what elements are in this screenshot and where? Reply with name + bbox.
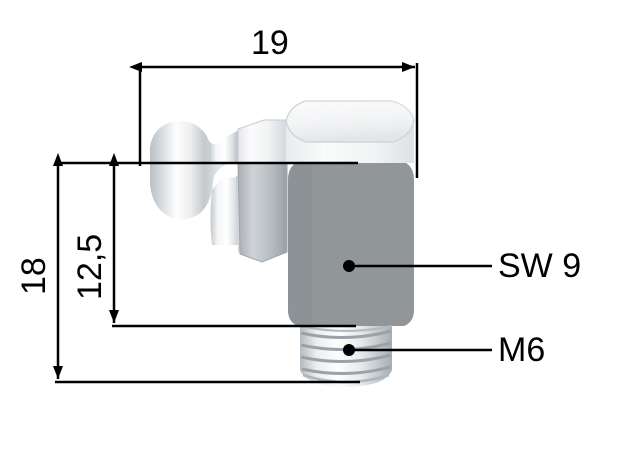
ball-head-lower [150,163,238,220]
body-top-highlight [305,100,415,121]
part-geometry [150,100,415,387]
thread-ridge [301,365,391,375]
threaded-stud [299,325,393,387]
horizontal-arm-upper [150,121,240,163]
dimension-label-partial-height: 12,5 [71,233,109,300]
hex-body-shade-left [288,163,312,326]
neck-upper [209,130,240,163]
neck-lower [210,177,243,245]
dimension-label-total-height: 18 [15,257,53,295]
thread-ridge [300,329,392,339]
leader-dot-wrench-size [343,260,355,272]
body-top-face [285,100,415,143]
leader-lines [343,260,492,356]
callout-label-wrench-size: SW 9 [498,247,582,285]
dimension-lines [53,62,419,384]
hex-body-gray [288,163,414,326]
leader-dot-thread [343,344,355,356]
hex-collar-upper [237,119,288,164]
hex-collar-lower [237,162,288,263]
thread-top-edge [299,325,393,332]
dimension-label-width: 19 [251,24,289,62]
callout-label-thread: M6 [498,331,546,369]
thread-ridge [300,353,392,363]
